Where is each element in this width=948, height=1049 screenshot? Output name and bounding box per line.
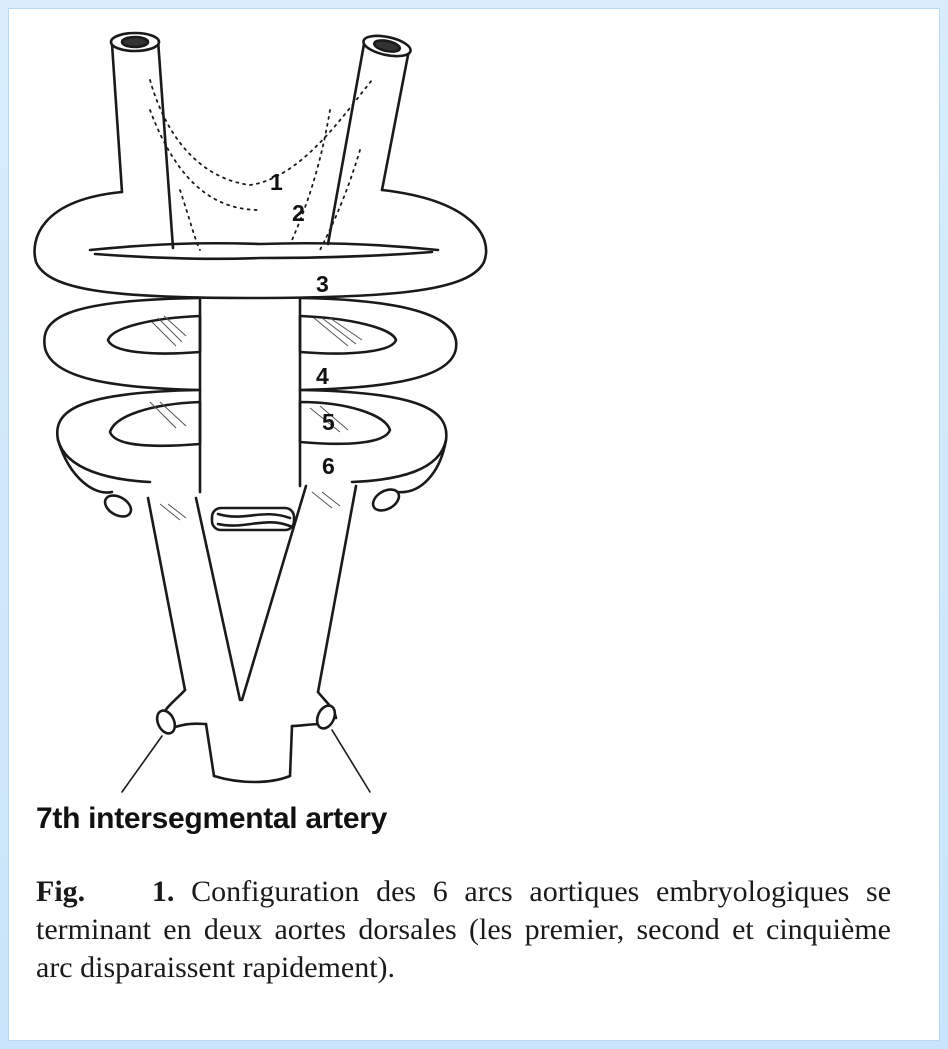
arch-label-1: 1	[270, 169, 283, 195]
caption-fig-label: Fig.	[36, 875, 85, 908]
ductus-connection	[212, 508, 294, 530]
arch-label-3: 3	[316, 271, 329, 297]
arch-label-2: 2	[292, 200, 305, 226]
arch-label-5: 5	[322, 409, 335, 435]
left-ventral-aorta	[111, 33, 173, 248]
caption-fig-number: 1.	[152, 875, 175, 908]
arch-label-4: 4	[316, 363, 329, 389]
arch-4-ring	[44, 298, 456, 390]
intersegmental-artery-label: 7th intersegmental artery	[36, 802, 387, 836]
regressed-arches-1-2	[150, 80, 372, 250]
right-ventral-aorta	[328, 32, 412, 244]
arch-6-ring	[57, 390, 446, 482]
figure-caption: Fig. 1. Configuration des 6 arcs aortiqu…	[36, 873, 891, 987]
arch-label-6: 6	[322, 453, 335, 479]
arch-3-ring	[35, 190, 487, 298]
aortic-sac-trunk	[200, 298, 300, 492]
